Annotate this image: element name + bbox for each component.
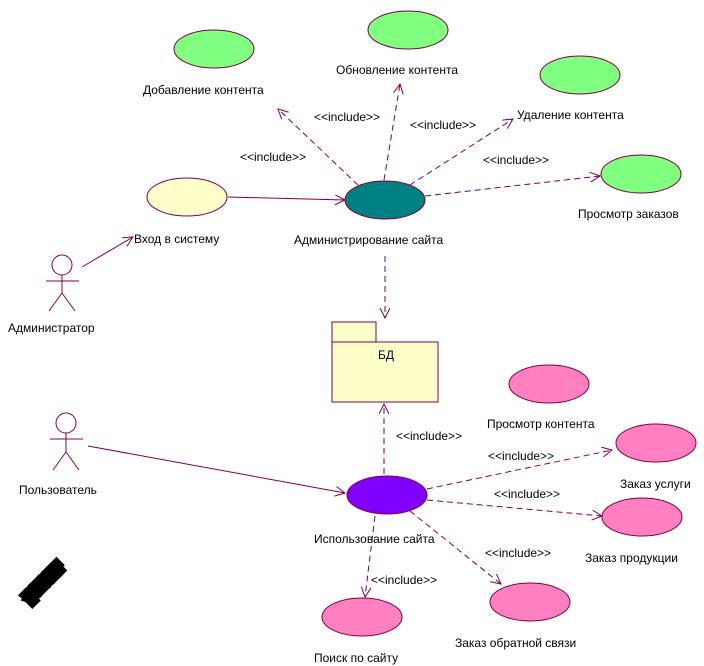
usecase-site-search-label: Поиск по сайту — [314, 651, 398, 665]
usecase-view-content: Просмотр контента — [487, 364, 595, 431]
include-label: <<include>> — [494, 487, 560, 501]
actor-admin: Администратор — [8, 254, 95, 335]
usecase-order-service-label: Заказ услуги — [620, 477, 691, 491]
usecase-admin-site: Администрирование сайта — [294, 180, 444, 247]
include-update-content-edge — [383, 84, 400, 181]
include-delete-content-edge — [409, 119, 513, 186]
include-labels: <<include>> <<include>> <<include>> <<in… — [240, 110, 560, 587]
include-site-search-edge — [365, 515, 376, 597]
usecase-view-orders-label: Просмотр заказов — [578, 207, 679, 221]
usecase-delete-content-label: Удаление контента — [517, 108, 624, 122]
include-label: <<include>> — [485, 546, 551, 560]
include-label: <<include>> — [240, 150, 306, 164]
usecase-order-product-label: Заказ продукции — [585, 551, 678, 565]
stick-figure-icon — [50, 412, 83, 471]
usecase-add-content-label: Добавление контента — [143, 83, 264, 97]
usecase-feedback-order: Заказ обратной связи — [455, 582, 576, 650]
include-order-product-edge — [426, 499, 602, 516]
usecase-admin-site-label: Администрирование сайта — [294, 233, 444, 247]
usecase-delete-content: Удаление контента — [517, 55, 624, 122]
usecase-site-search: Поиск по сайту — [314, 597, 403, 665]
login-admin-site-association — [227, 197, 345, 200]
usecase-update-content-label: Обновление контента — [336, 63, 458, 77]
usecase-order-service: Заказ услуги — [615, 423, 697, 491]
include-label: <<include>> — [396, 429, 462, 443]
usecase-view-content-label: Просмотр контента — [487, 417, 595, 431]
stick-figure-icon — [46, 254, 79, 312]
usecase-login-label: Вход в систему — [134, 232, 219, 246]
include-order-service-edge — [426, 450, 612, 490]
usecase-use-site: Использование сайта — [314, 475, 435, 546]
usecase-use-site-label: Использование сайта — [314, 532, 435, 546]
include-label: <<include>> — [488, 449, 554, 463]
usecase-update-content: Обновление контента — [336, 10, 458, 77]
actor-user: Пользователь — [19, 412, 97, 497]
package-db: БД — [331, 321, 439, 403]
admin-login-association — [81, 237, 133, 268]
actor-user-label: Пользователь — [19, 483, 97, 497]
package-db-label: БД — [378, 348, 394, 362]
usecase-view-orders: Просмотр заказов — [578, 154, 682, 221]
include-add-content-edge — [278, 109, 359, 186]
user-use-site-association — [87, 445, 345, 493]
watermark-text: репозит — [22, 561, 63, 602]
usecase-add-content: Добавление контента — [143, 29, 264, 97]
include-label: <<include>> — [314, 110, 380, 124]
usecase-login: Вход в систему — [134, 177, 228, 246]
include-view-orders-edge — [424, 176, 600, 197]
actor-admin-label: Администратор — [8, 321, 95, 335]
usecase-feedback-order-label: Заказ обратной связи — [455, 636, 576, 650]
include-label: <<include>> — [371, 573, 437, 587]
include-label: <<include>> — [483, 153, 549, 167]
connections — [81, 84, 612, 597]
include-label: <<include>> — [410, 118, 476, 132]
usecase-order-product: Заказ продукции — [585, 497, 683, 565]
